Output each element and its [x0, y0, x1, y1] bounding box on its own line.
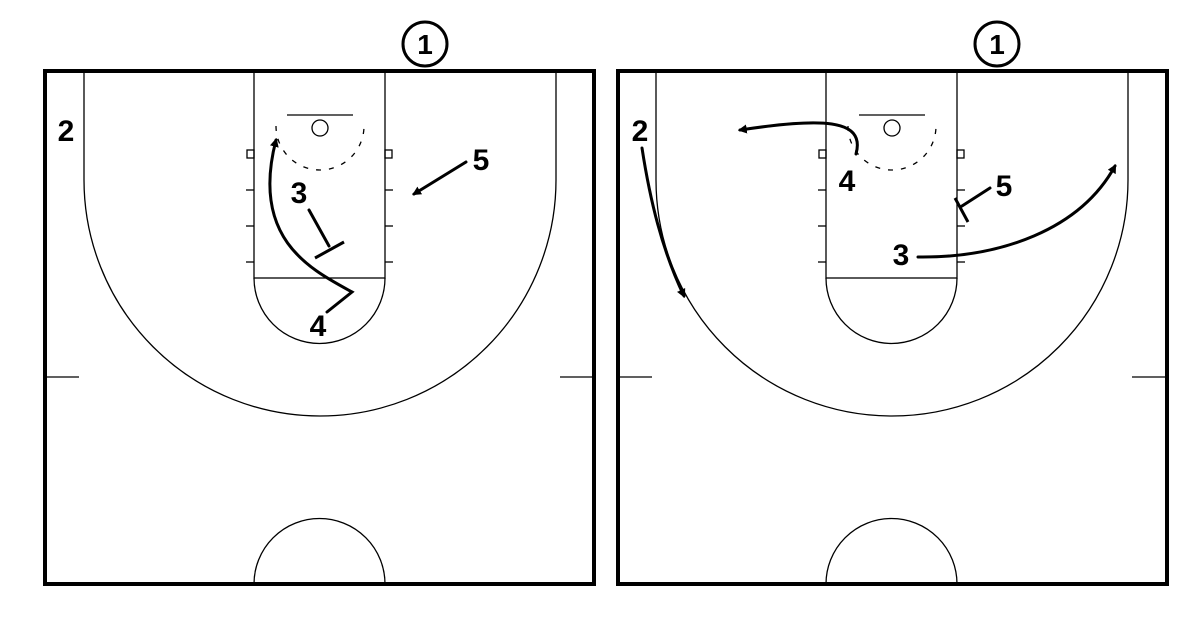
player-2-label: 2 [58, 115, 75, 148]
hoop [311, 119, 329, 137]
diagram-2: 1 2 3 4 5 [616, 20, 1169, 586]
player-3-cut-arrow [916, 164, 1117, 259]
player-2-cut-arrow [640, 146, 686, 299]
center-circle [253, 517, 386, 585]
player-3-label: 3 [291, 177, 308, 210]
player-5-label: 5 [473, 144, 490, 177]
half-court-2 [616, 69, 1169, 586]
ball-handler-circle [973, 20, 1021, 68]
player-4-pop-arrow [737, 121, 859, 156]
free-throw-circle [825, 277, 958, 345]
player-5-move-arrow [412, 160, 468, 196]
player-2-label: 2 [632, 115, 649, 148]
lane-marks [818, 149, 965, 263]
player-4-label: 4 [310, 310, 327, 343]
three-point-line [83, 71, 557, 417]
player-4-label: 4 [839, 165, 856, 198]
player-4-cut-arrow [268, 137, 355, 314]
half-court-1 [43, 69, 596, 586]
restricted-area-arc [847, 125, 937, 171]
free-throw-circle [253, 277, 386, 345]
player-1-label: 1 [417, 29, 433, 60]
paint-lane [825, 70, 958, 279]
paint-lane [253, 70, 386, 279]
player-1-ball-handler: 1 [973, 20, 1021, 68]
screen-marker-3 [314, 240, 345, 260]
player-3-label: 3 [893, 239, 910, 272]
lane-marks [246, 149, 393, 263]
screen-marker-5 [953, 197, 970, 223]
restricted-area-arc [275, 125, 365, 171]
ball-handler-circle [401, 20, 449, 68]
player-5-label: 5 [996, 170, 1013, 203]
player-3-screen-path [307, 208, 331, 248]
center-circle [825, 517, 958, 585]
court-boundary [616, 69, 1169, 586]
player-5-screen-path [960, 186, 992, 208]
player-1-ball-handler: 1 [401, 20, 449, 68]
diagram-1: 1 2 3 4 5 [43, 20, 596, 586]
player-1-label: 1 [989, 29, 1005, 60]
hoop [883, 119, 901, 137]
